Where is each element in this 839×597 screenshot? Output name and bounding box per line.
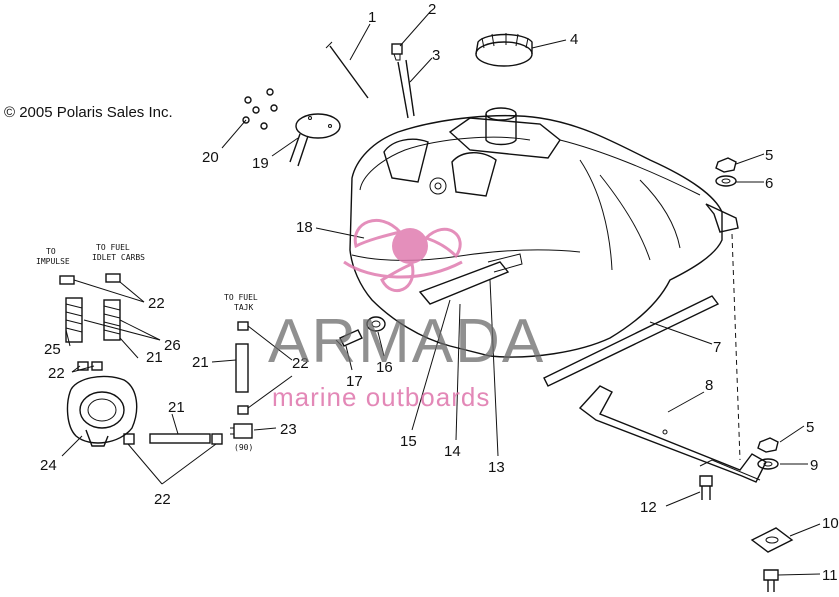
callout-14: 14 <box>444 443 461 460</box>
fuel-cap-part <box>475 33 533 67</box>
shutoff-valve-part <box>230 423 253 439</box>
vent-fitting-part <box>391 43 403 61</box>
callout-5-top: 5 <box>765 147 773 164</box>
callout-24: 24 <box>40 457 57 474</box>
callout-13: 13 <box>488 459 505 476</box>
callout-8: 8 <box>705 377 713 394</box>
callout-17: 17 <box>346 373 363 390</box>
callout-7: 7 <box>713 339 721 356</box>
callout-22-left: 22 <box>48 365 65 382</box>
note-to-fuel-tank-line1: TO FUEL <box>224 293 258 302</box>
note-fitting-angle: (90) <box>234 443 253 452</box>
hose-clamps <box>77 321 249 445</box>
callout-25: 25 <box>44 341 61 358</box>
note-to-fuel-idlet-line2: IDLET CARBS <box>92 253 145 262</box>
vent-hose-part-2 <box>397 59 415 119</box>
nut-washer-bottom <box>757 437 779 470</box>
watermark-subtitle: marine outboards <box>272 382 491 412</box>
fuel-tank <box>349 107 739 358</box>
callout-3: 3 <box>432 47 440 64</box>
callout-21-pump: 21 <box>146 349 163 366</box>
bolt-part-2 <box>699 475 713 500</box>
note-to-impulse-line2: IMPULSE <box>36 257 70 266</box>
note-to-fuel-idlet-line1: TO FUEL <box>96 243 130 252</box>
callout-12: 12 <box>640 499 657 516</box>
callout-9: 9 <box>810 457 818 474</box>
callout-22-right: 22 <box>292 355 309 372</box>
propeller-logo-icon <box>343 219 463 293</box>
callout-numbers: 1 2 3 4 5 6 7 8 5 9 10 11 12 13 14 15 16… <box>40 1 839 584</box>
impulse-hoses <box>59 273 121 343</box>
fuel-hoses <box>149 343 249 444</box>
elbow-fitting-part <box>335 329 363 347</box>
copyright-notice: © 2005 Polaris Sales Inc. <box>4 104 173 121</box>
callout-1: 1 <box>368 9 376 26</box>
screw-set-part <box>242 88 278 130</box>
callout-2: 2 <box>428 1 436 18</box>
bolt-part <box>763 569 779 592</box>
callout-16: 16 <box>376 359 393 376</box>
callout-11: 11 <box>822 567 838 584</box>
tank-bracket-part <box>578 385 767 483</box>
fuel-sender-part <box>289 113 341 167</box>
callout-19: 19 <box>252 155 269 172</box>
callout-20: 20 <box>202 149 219 166</box>
callout-22-top: 22 <box>148 295 165 312</box>
tank-strap-part <box>543 295 720 387</box>
hose-routing-notes: TO IMPULSE TO FUEL IDLET CARBS TO FUEL T… <box>36 243 258 452</box>
watermark-title: ARMADA <box>268 307 546 376</box>
grommet-part <box>366 316 386 332</box>
callout-26: 26 <box>164 337 181 354</box>
vent-hose-part <box>325 41 369 99</box>
note-to-fuel-tank-line2: TAJK <box>234 303 253 312</box>
callout-5-bottom: 5 <box>806 419 814 436</box>
callout-6: 6 <box>765 175 773 192</box>
nut-washer-top <box>715 157 737 187</box>
callout-10: 10 <box>822 515 839 532</box>
fuel-pump-part <box>66 375 138 447</box>
callout-4: 4 <box>570 31 578 48</box>
callout-21-tank-hose: 21 <box>192 354 209 371</box>
callout-leaders <box>61 11 821 576</box>
callout-18: 18 <box>296 219 313 236</box>
callout-15: 15 <box>400 433 417 450</box>
note-to-impulse-line1: TO <box>46 247 56 256</box>
washer-plate-part <box>750 527 794 553</box>
callout-23: 23 <box>280 421 297 438</box>
callout-21-line: 21 <box>168 399 185 416</box>
callout-22-bottom: 22 <box>154 491 171 508</box>
